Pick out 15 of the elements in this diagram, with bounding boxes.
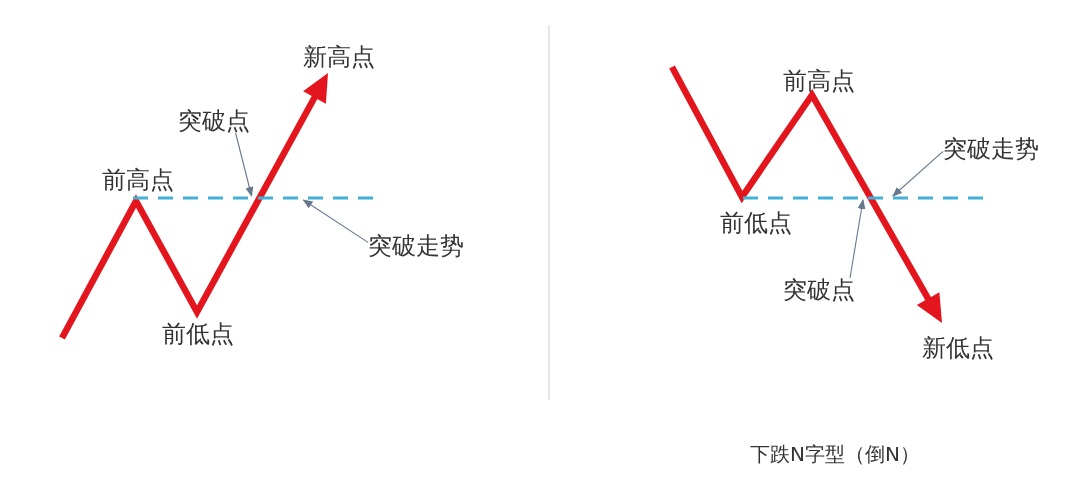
leader-arrow — [302, 199, 369, 243]
point-label: 前高点 — [102, 168, 174, 192]
point-label: 新低点 — [922, 336, 994, 360]
annotation-label: 突破点 — [783, 278, 855, 302]
annotation-label: 突破点 — [178, 109, 250, 133]
leader-arrow — [849, 199, 866, 279]
annotation-label: 突破走势 — [943, 137, 1039, 161]
point-label: 前低点 — [720, 211, 792, 235]
point-label: 前低点 — [162, 322, 234, 346]
annotation-label: 突破走势 — [368, 234, 464, 258]
pattern-caption: 下跌N字型（倒N） — [750, 444, 920, 464]
point-label: 前高点 — [783, 69, 855, 93]
leader-arrow — [892, 150, 944, 197]
leader-arrow — [235, 132, 254, 197]
point-label: 新高点 — [303, 45, 375, 69]
